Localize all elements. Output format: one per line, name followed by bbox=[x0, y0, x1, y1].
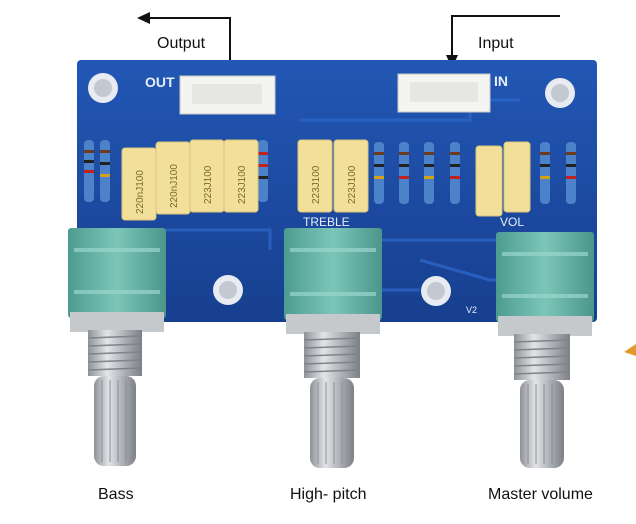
out-silk: OUT bbox=[145, 74, 175, 90]
treble-silk: TREBLE bbox=[303, 215, 350, 229]
resistor-row bbox=[84, 140, 576, 204]
capacitor-code: 223J100 bbox=[311, 165, 322, 204]
vol-silk: VOL bbox=[500, 215, 524, 229]
mounting-hole bbox=[545, 78, 575, 108]
mounting-hole bbox=[421, 276, 451, 306]
capacitor-code: 223J100 bbox=[237, 165, 248, 204]
in-silk: IN bbox=[494, 73, 508, 89]
mounting-hole bbox=[88, 73, 118, 103]
treble-potentiometer bbox=[284, 228, 382, 468]
output-connector bbox=[179, 75, 276, 115]
high-pitch-label: High- pitch bbox=[290, 486, 367, 503]
bass-label: Bass bbox=[98, 486, 134, 503]
volume-potentiometer bbox=[496, 232, 594, 468]
capacitor-code: 223J100 bbox=[347, 165, 358, 204]
bass-potentiometer bbox=[68, 228, 166, 466]
capacitor-code: 220nJ100 bbox=[135, 170, 146, 214]
input-connector bbox=[397, 73, 491, 113]
capacitor-code: 223J100 bbox=[203, 165, 214, 204]
version-silk: V2 bbox=[466, 305, 477, 315]
input-label: Input bbox=[478, 35, 514, 52]
capacitor-code: 220nJ100 bbox=[169, 164, 180, 208]
master-volume-label: Master volume bbox=[488, 486, 593, 503]
arrow-left-icon bbox=[137, 12, 231, 62]
capacitor-row bbox=[121, 139, 531, 221]
output-label: Output bbox=[157, 35, 206, 52]
mounting-hole bbox=[213, 275, 243, 305]
